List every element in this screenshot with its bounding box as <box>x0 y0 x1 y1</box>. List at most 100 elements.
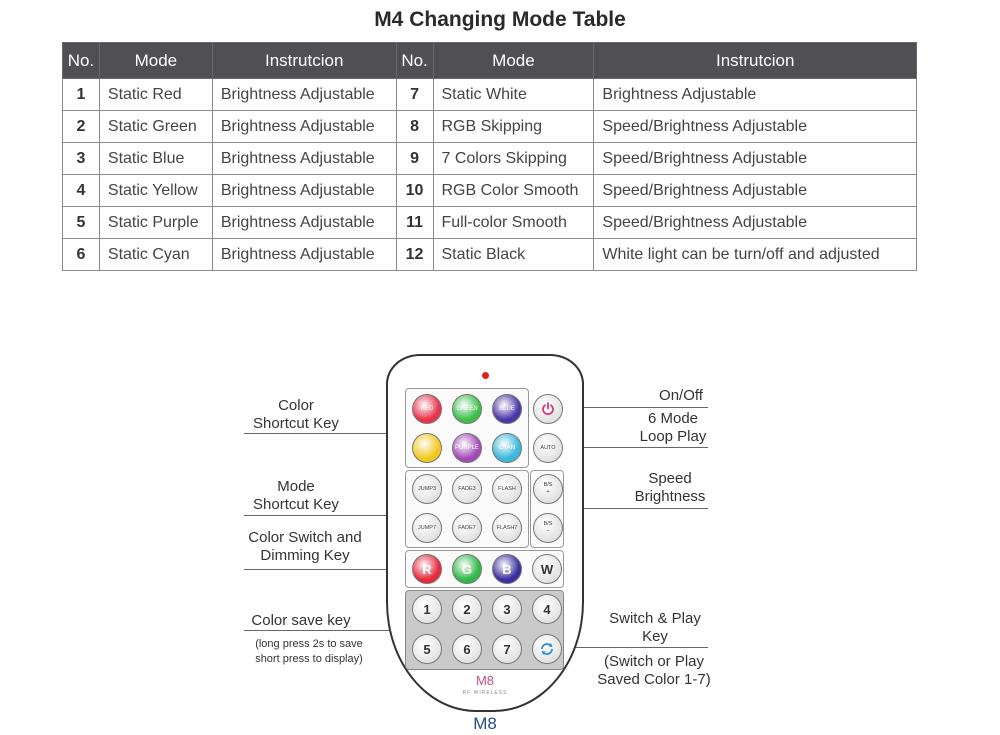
number-key-2[interactable]: 2 <box>452 594 482 624</box>
w-key[interactable]: W <box>532 554 562 584</box>
purple-key[interactable]: PURPLE <box>452 433 482 463</box>
jump3-key[interactable]: JUMP3 <box>412 474 442 504</box>
b-key-label: B <box>502 561 512 577</box>
cell-mode: Static Cyan <box>98 238 213 271</box>
cyan-key-label: CYAN <box>498 445 516 451</box>
cell-instruction: Speed/Brightness Adjustable <box>593 110 917 143</box>
number-key-7-label: 7 <box>503 641 511 657</box>
number-key-3-label: 3 <box>503 601 511 617</box>
cell-no: 1 <box>62 78 100 111</box>
cell-mode: RGB Skipping <box>432 110 595 143</box>
leader-switch-play <box>564 647 708 648</box>
cell-instruction: Brightness Adjustable <box>211 174 397 207</box>
leader-mode-loop <box>564 447 708 448</box>
fade7-key[interactable]: FADE7 <box>452 513 482 543</box>
label-color-save-note: (long press 2s to save short press to di… <box>240 637 378 667</box>
table-header-row: No. Mode Instrutcion No. Mode Instrutcio… <box>62 42 917 79</box>
number-key-6[interactable]: 6 <box>452 634 482 664</box>
cell-no: 8 <box>395 110 434 143</box>
cell-no: 4 <box>62 174 100 207</box>
label-switch-play-note-text: (Switch or Play Saved Color 1-7) <box>597 653 711 688</box>
speed-brightness-up-button[interactable]: B/S + <box>533 474 563 504</box>
auto-button-label: AUTO <box>540 445 556 451</box>
leader-color-save <box>244 630 406 631</box>
blue-key[interactable]: BLUE <box>492 394 522 424</box>
label-mode-loop: 6 Mode Loop Play <box>628 410 718 446</box>
number-key-3[interactable]: 3 <box>492 594 522 624</box>
bs-plus-label: B/S + <box>543 482 553 495</box>
cell-no: 9 <box>395 142 434 175</box>
cell-no: 5 <box>62 206 100 239</box>
r-key-label: R <box>422 561 432 577</box>
red-key[interactable]: RED <box>412 394 442 424</box>
label-switch-play: Switch & Play Key <box>600 610 710 646</box>
leader-color-switch <box>244 569 406 570</box>
number-key-5-label: 5 <box>423 641 431 657</box>
speed-brightness-down-button[interactable]: B/S − <box>533 513 563 543</box>
switch-play-icon <box>541 643 553 655</box>
number-key-5[interactable]: 5 <box>412 634 442 664</box>
cell-instruction: Brightness Adjustable <box>593 78 917 111</box>
flash7-key[interactable]: FLASH7 <box>492 513 522 543</box>
g-key[interactable]: G <box>452 554 482 584</box>
number-key-1-label: 1 <box>423 601 431 617</box>
fade3-key-label: FADE3 <box>458 486 476 492</box>
cell-mode: 7 Colors Skipping <box>432 142 595 175</box>
flash-key[interactable]: FLASH <box>492 474 522 504</box>
jump7-key-label: JUMP7 <box>417 525 437 531</box>
green-key[interactable]: GREEN <box>452 394 482 424</box>
cell-no: 10 <box>395 174 434 207</box>
remote-caption: M8 <box>473 714 497 733</box>
number-key-4[interactable]: 4 <box>532 594 562 624</box>
number-key-6-label: 6 <box>463 641 471 657</box>
cell-no: 2 <box>62 110 100 143</box>
header-no-2: No. <box>395 42 434 79</box>
fade3-key[interactable]: FADE3 <box>452 474 482 504</box>
flash7-key-label: FLASH7 <box>496 525 518 531</box>
label-speed: Speed Brightness <box>624 470 716 506</box>
cell-no: 7 <box>395 78 434 111</box>
red-key-label: RED <box>420 406 434 412</box>
power-icon <box>542 402 554 416</box>
green-key-label: GREEN <box>456 406 478 412</box>
g-key-label: G <box>461 561 473 577</box>
yellow-key[interactable] <box>412 433 442 463</box>
cell-no: 12 <box>395 238 434 271</box>
auto-button[interactable]: AUTO <box>533 433 563 463</box>
label-mode-loop-text: 6 Mode Loop Play <box>639 410 707 445</box>
number-key-2-label: 2 <box>463 601 471 617</box>
cell-instruction: Brightness Adjustable <box>211 206 397 239</box>
leader-mode-shortcut <box>244 515 406 516</box>
mode-table: No. Mode Instrutcion No. Mode Instrutcio… <box>62 42 917 271</box>
cyan-key[interactable]: CYAN <box>492 433 522 463</box>
label-color-save: Color save key <box>240 612 362 630</box>
cell-instruction: Speed/Brightness Adjustable <box>593 174 917 207</box>
header-instruction-1: Instrutcion <box>211 42 397 79</box>
jump7-key[interactable]: JUMP7 <box>412 513 442 543</box>
cell-instruction: Brightness Adjustable <box>211 142 397 175</box>
page-title: M4 Changing Mode Table <box>374 8 626 31</box>
cell-instruction: Brightness Adjustable <box>211 238 397 271</box>
fade7-key-label: FADE7 <box>458 525 476 531</box>
number-key-7[interactable]: 7 <box>492 634 522 664</box>
header-no-1: No. <box>62 42 100 79</box>
cell-no: 6 <box>62 238 100 271</box>
cell-mode: Static Red <box>98 78 213 111</box>
label-switch-play-note: (Switch or Play Saved Color 1-7) <box>590 653 718 689</box>
b-key[interactable]: B <box>492 554 522 584</box>
label-color-switch-text: Color Switch and Dimming Key <box>248 529 362 564</box>
header-instruction-2: Instrutcion <box>593 42 917 79</box>
cell-mode: Static Green <box>98 110 213 143</box>
r-key[interactable]: R <box>412 554 442 584</box>
w-key-label: W <box>540 561 554 577</box>
power-button[interactable] <box>533 394 563 424</box>
number-key-1[interactable]: 1 <box>412 594 442 624</box>
cell-mode: Static Purple <box>98 206 213 239</box>
flash-key-label: FLASH <box>498 486 516 492</box>
cell-instruction: Speed/Brightness Adjustable <box>593 142 917 175</box>
switch-play-button[interactable] <box>532 634 562 664</box>
